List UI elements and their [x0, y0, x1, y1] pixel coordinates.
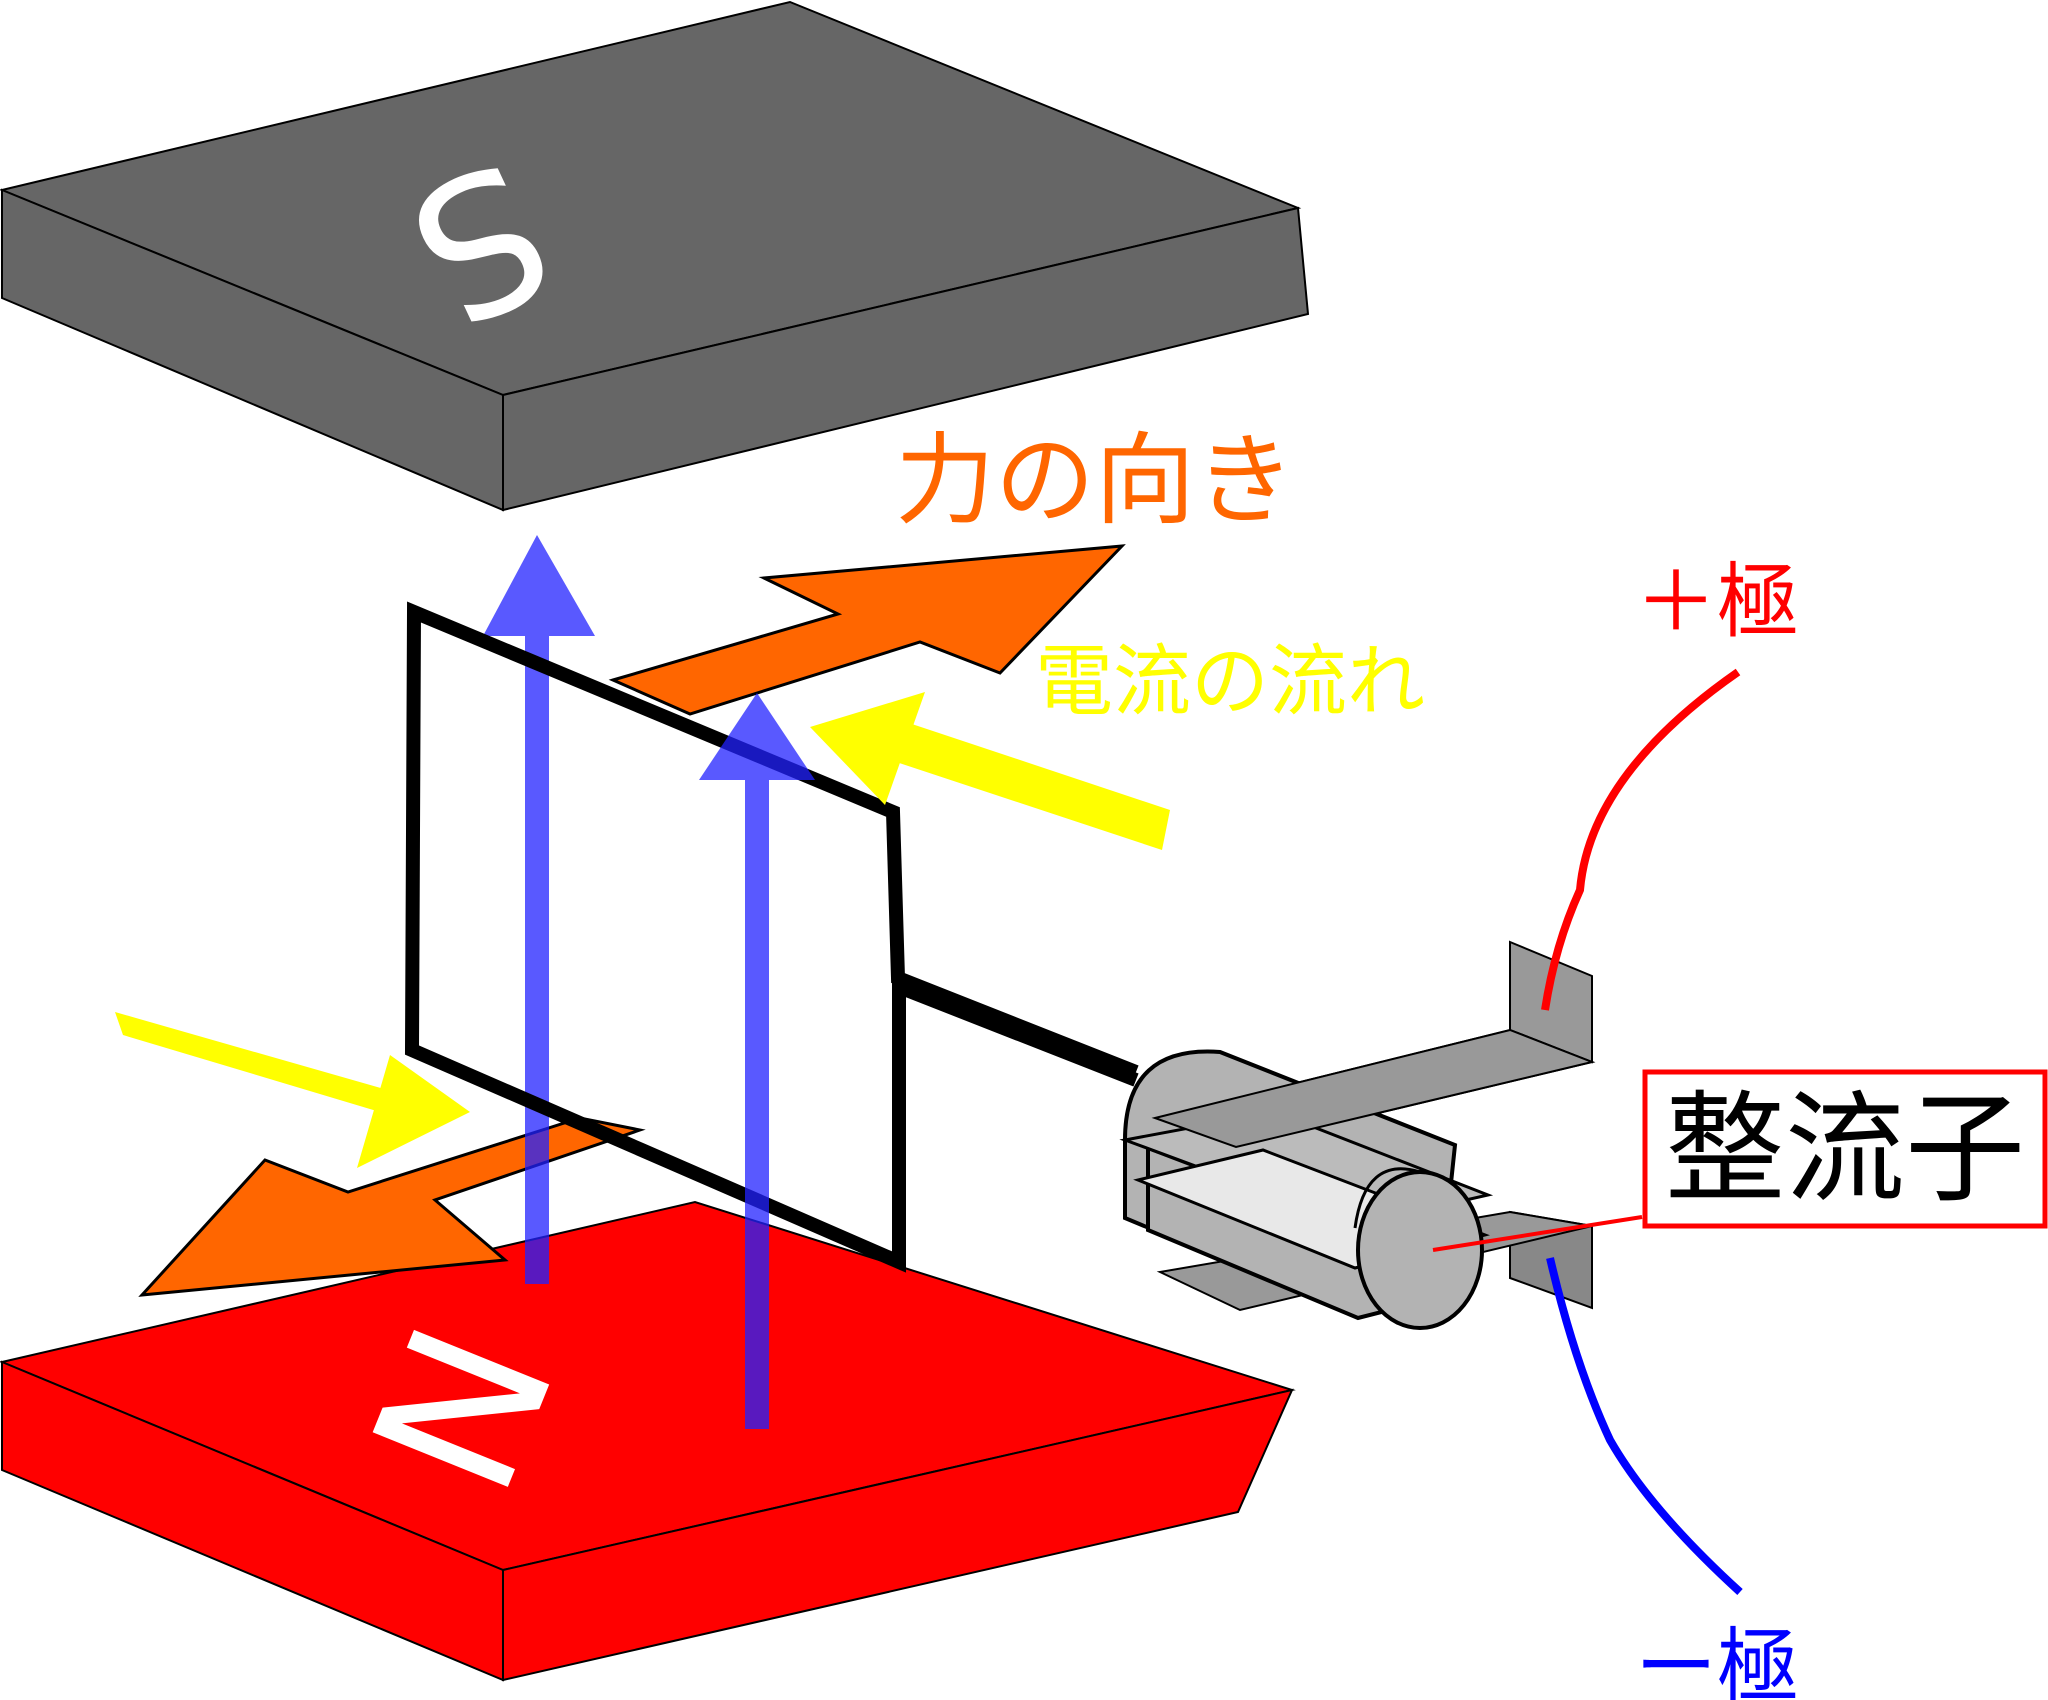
plus-pole-label: ＋極: [1635, 555, 1799, 650]
commutator-label-text: 整流子: [1665, 1081, 2025, 1220]
n-magnet-front-face: [502, 1388, 1294, 1682]
commutator-leader-line: [1432, 1215, 1643, 1252]
current-arrow-left: [115, 1012, 470, 1168]
force-label: 力の向き: [895, 422, 1295, 539]
minus-pole-label: ー極: [1635, 1620, 1799, 1700]
coil-front: [404, 601, 1139, 1273]
force-arrow-right: [608, 544, 1126, 716]
commutator-end: [1356, 1170, 1484, 1330]
minus-wire: [1546, 1257, 1743, 1595]
brush-plus-plate: [1151, 1028, 1596, 1149]
coil: [404, 601, 1139, 1273]
current-label: 電流の流れ: [1035, 637, 1425, 727]
field-arrow-right: [699, 693, 815, 1429]
s-magnet-front-face: [502, 206, 1310, 512]
plus-wire: [1541, 668, 1741, 1011]
field-arrow-left: [483, 535, 595, 1284]
current-arrow-right: [810, 692, 1170, 850]
n-magnet: N: [0, 1200, 1296, 1682]
s-magnet: S: [0, 0, 1310, 512]
commutator-label-box: [1642, 1069, 2048, 1229]
commutator-label: 整流子: [1642, 1069, 2048, 1229]
